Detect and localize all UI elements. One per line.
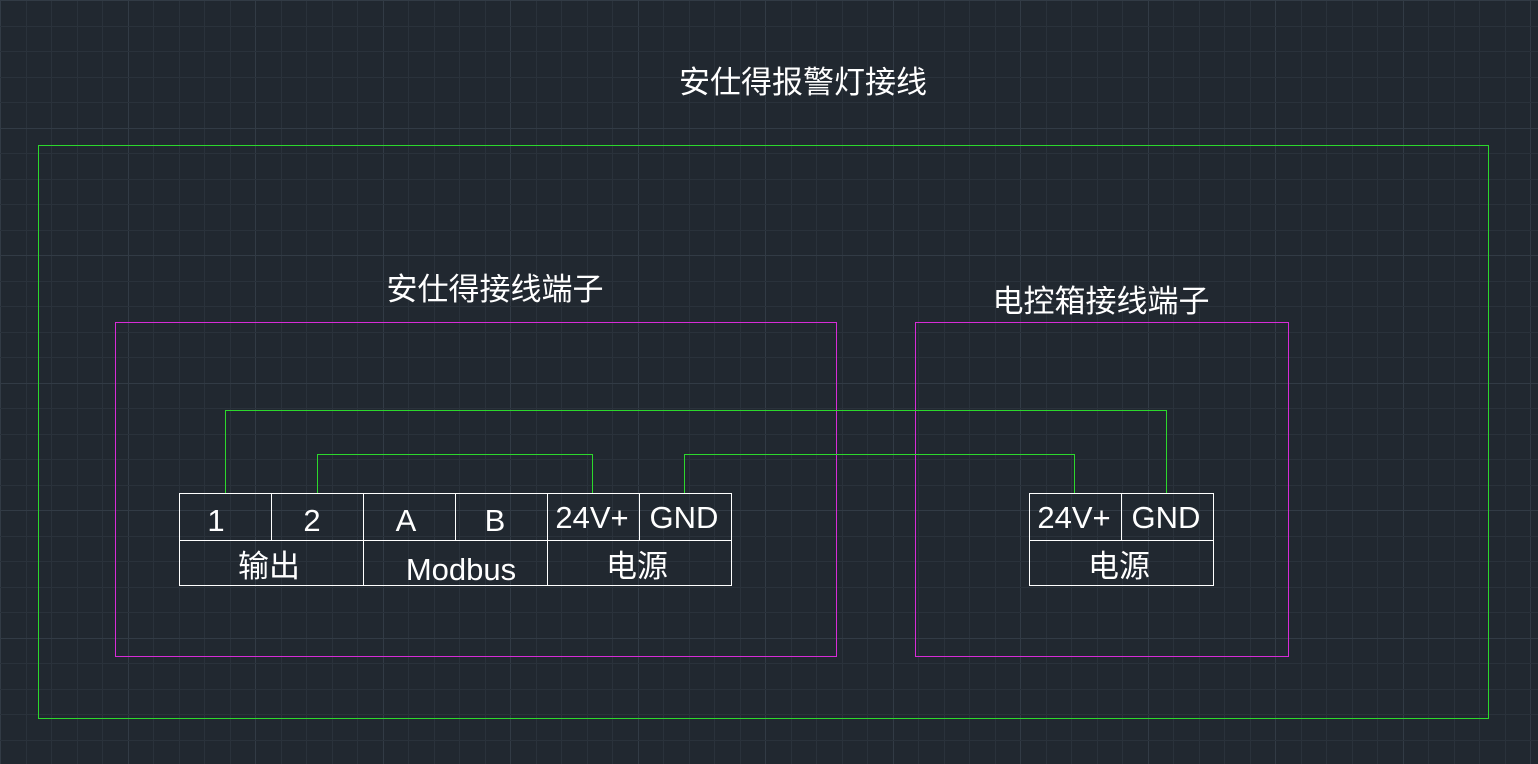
right-block-frame <box>915 322 1289 657</box>
terminal-label: GND <box>650 500 719 535</box>
wire-gnd-to-24v <box>684 454 1075 493</box>
terminal-label: 1 <box>207 503 224 538</box>
terminal-label: GND <box>1132 500 1201 535</box>
terminal-cell <box>179 493 272 541</box>
left-block-frame <box>115 322 837 657</box>
right-block-label: 电控箱接线端子 <box>993 284 1210 320</box>
group-label: Modbus <box>406 552 516 587</box>
outer-frame <box>38 145 1489 719</box>
wires <box>225 410 1167 493</box>
terminal-label: A <box>396 503 417 538</box>
terminal-label: 24V+ <box>555 500 628 535</box>
group-label: 输出 <box>238 549 300 585</box>
group-cell <box>547 540 732 586</box>
terminal-label: B <box>485 503 506 538</box>
group-cell <box>1029 540 1214 586</box>
left-terminal-strip: 1 2 A B 24V+ GND 输出 Modbus 电源 <box>179 493 732 587</box>
wire-1-to-gnd <box>225 410 1167 493</box>
terminal-label: 24V+ <box>1037 500 1110 535</box>
right-terminal-strip: 24V+ GND 电源 <box>1029 493 1214 586</box>
wire-2-to-24v <box>317 454 593 493</box>
diagram-title: 安仕得报警灯接线 <box>679 65 927 101</box>
group-label: 电源 <box>1088 549 1150 585</box>
group-label: 电源 <box>606 549 668 585</box>
left-block-label: 安仕得接线端子 <box>387 272 604 308</box>
terminal-label: 2 <box>303 503 320 538</box>
